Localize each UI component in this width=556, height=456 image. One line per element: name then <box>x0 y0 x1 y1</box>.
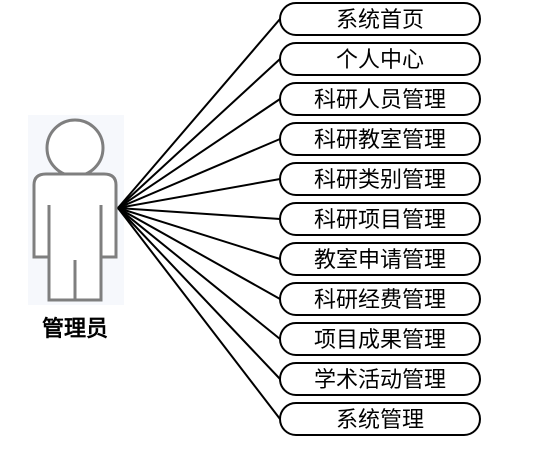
actor-label: 管理员 <box>42 316 108 342</box>
connector-line <box>117 98 281 209</box>
connector-line <box>117 138 281 209</box>
use-case-box <box>279 162 481 196</box>
use-case-label: 科研项目管理 <box>314 208 446 233</box>
connector-line <box>117 207 281 380</box>
use-case-label: 科研教室管理 <box>314 128 446 153</box>
use-case-label: 系统首页 <box>336 8 424 33</box>
use-case-box <box>279 402 481 436</box>
use-case-box <box>279 362 481 396</box>
use-case-item: 科研教室管理 <box>279 122 481 156</box>
use-case-label: 个人中心 <box>336 48 424 73</box>
use-case-item: 系统首页 <box>279 2 481 36</box>
use-case-item: 系统管理 <box>279 402 481 436</box>
use-case-box <box>279 42 481 76</box>
use-case-item: 学术活动管理 <box>279 362 481 396</box>
use-case-item: 科研经费管理 <box>279 282 481 316</box>
use-case-label: 系统管理 <box>336 408 424 433</box>
connector-line <box>117 207 281 220</box>
connector-line <box>117 207 281 300</box>
use-case-item: 教室申请管理 <box>279 242 481 276</box>
use-case-box <box>279 122 481 156</box>
use-case-box <box>279 322 481 356</box>
use-case-item: 科研人员管理 <box>279 82 481 116</box>
use-case-item: 项目成果管理 <box>279 322 481 356</box>
use-case-box <box>279 242 481 276</box>
use-case-list: 系统首页个人中心科研人员管理科研教室管理科研类别管理科研项目管理教室申请管理科研… <box>279 2 481 436</box>
use-case-item: 个人中心 <box>279 42 481 76</box>
use-case-item: 科研项目管理 <box>279 202 481 236</box>
use-case-item: 科研类别管理 <box>279 162 481 196</box>
person-icon <box>28 115 124 305</box>
connector-line <box>117 207 281 340</box>
use-case-box <box>279 282 481 316</box>
use-case-label: 科研类别管理 <box>314 168 446 193</box>
connector-line <box>117 178 281 209</box>
connector-line <box>117 18 281 209</box>
use-case-box <box>279 82 481 116</box>
use-case-box <box>279 2 481 36</box>
use-case-box <box>279 202 481 236</box>
connector-line <box>117 207 281 260</box>
connector-line <box>117 58 281 209</box>
connectors <box>117 18 281 420</box>
use-case-label: 项目成果管理 <box>314 328 446 353</box>
use-case-label: 学术活动管理 <box>314 368 446 393</box>
connector-line <box>117 207 281 420</box>
use-case-label: 教室申请管理 <box>314 248 446 273</box>
actor: 管理员 <box>28 115 124 342</box>
use-case-label: 科研经费管理 <box>314 288 446 313</box>
use-case-label: 科研人员管理 <box>314 88 446 113</box>
